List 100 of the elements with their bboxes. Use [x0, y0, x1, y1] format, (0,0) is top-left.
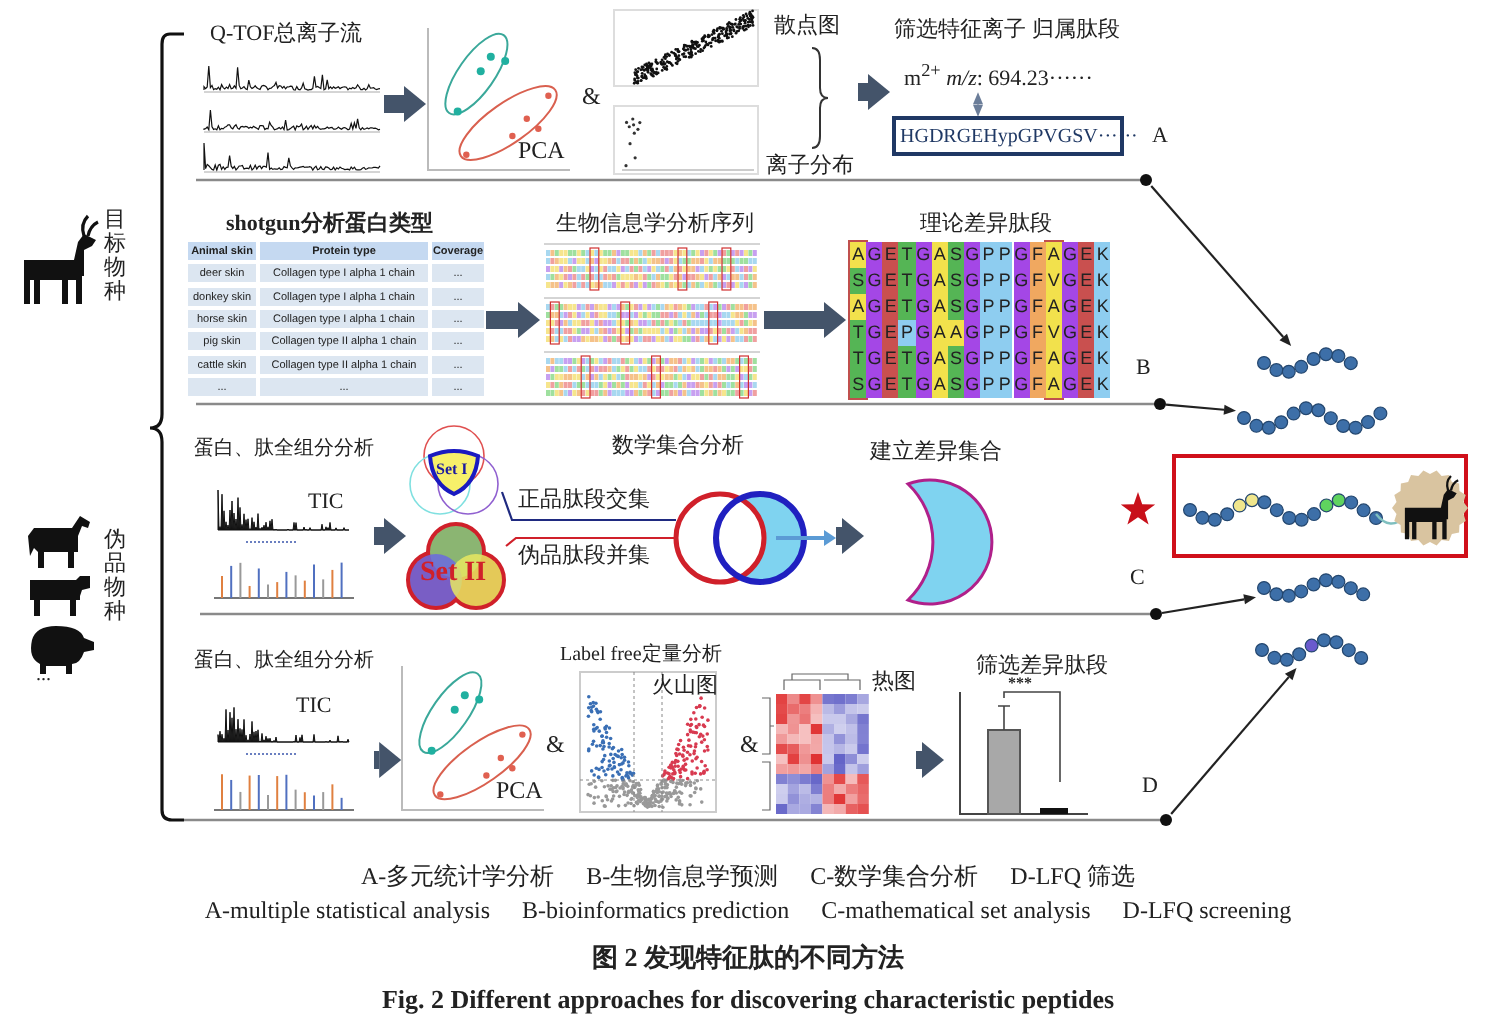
amino-acid-cell: G: [964, 346, 981, 372]
amino-acid-cell: P: [980, 242, 997, 268]
arrow: [1161, 594, 1256, 615]
amino-acid-cell: P: [980, 372, 997, 398]
amino-acid-cell: G: [964, 372, 981, 398]
amino-acid-cell: G: [964, 268, 981, 294]
block-arrow: [836, 518, 864, 554]
block-arrow: [916, 742, 944, 778]
block-arrow: [858, 74, 890, 110]
amino-acid-cell: K: [1094, 346, 1111, 372]
amino-acid-cell: T: [898, 372, 916, 398]
amino-acid-cell: K: [1094, 320, 1111, 346]
vertical-label: 伪品物种: [104, 528, 126, 625]
panel-heading: Q-TOF总离子流: [210, 22, 363, 48]
figure-caption: 图 2 发现特征肽的不同方法: [592, 940, 904, 976]
legend-text: B-bioinformatics prediction: [522, 896, 790, 926]
panel-heading: 蛋白、肽全组分分析: [194, 650, 374, 673]
double-arrow: [973, 92, 983, 117]
amino-acid-cell: T: [850, 346, 867, 372]
amino-acid-cell: E: [1078, 294, 1095, 320]
block-arrow: [374, 518, 406, 554]
panel-letter: A: [1152, 124, 1168, 150]
amino-acid-cell: K: [1094, 242, 1111, 268]
figure-caption: Fig. 2 Different approaches for discovering characteristic peptides: [381, 984, 1115, 1016]
edge-label: 正品肽段交集: [516, 488, 652, 514]
amino-acid-cell: E: [882, 242, 899, 268]
amino-acid-cell: G: [1013, 294, 1030, 320]
plot-label: PCA: [496, 778, 543, 806]
panel-heading: 筛选差异肽段: [976, 654, 1108, 678]
arrow: [1165, 403, 1236, 415]
mass-charge-text: m$^{2+}$ m/z: 694.23······: [904, 60, 1093, 93]
amino-acid-cell: K: [1094, 294, 1111, 320]
amino-acid-cell: E: [1078, 320, 1095, 346]
amino-acid-cell: G: [866, 294, 883, 320]
amino-acid-cell: G: [866, 346, 883, 372]
block-arrow: [384, 86, 426, 122]
amino-acid-cell: G: [1013, 372, 1030, 398]
amino-acid-cell: E: [882, 268, 899, 294]
plot-label: PCA: [518, 138, 565, 166]
ampersand: &: [582, 84, 601, 112]
panel-heading: 筛选特征离子 归属肽段: [894, 18, 1120, 44]
panel-heading: shotgun分析蛋白类型: [226, 212, 433, 238]
legend-text: B-生物信息学预测: [586, 860, 779, 894]
amino-acid-cell: G: [866, 372, 883, 398]
panel-heading: 生物信息学分析序列: [556, 212, 754, 238]
amino-acid-cell: P: [980, 346, 997, 372]
amino-acid-cell: K: [1094, 268, 1111, 294]
ellipsis-text: ...: [36, 664, 51, 687]
amino-acid-cell: T: [898, 294, 916, 320]
amino-acid-cell: P: [996, 346, 1013, 372]
amino-acid-cell: E: [882, 372, 899, 398]
arrow: [1170, 668, 1297, 815]
amino-acid-cell: G: [964, 294, 981, 320]
amino-acid-cell: G: [866, 320, 883, 346]
ampersand: &: [740, 732, 759, 760]
panel-heading: 建立差异集合: [870, 440, 1002, 466]
amino-acid-cell: E: [1078, 242, 1095, 268]
plot-label: 离子分布: [766, 154, 854, 180]
legend-text: A-多元统计学分析: [360, 860, 555, 894]
connector-line: [505, 536, 676, 547]
amino-acid-cell: G: [1013, 320, 1030, 346]
amino-acid-cell: A: [850, 242, 867, 268]
panel-letter: D: [1142, 774, 1158, 800]
legend-text: C-数学集合分析: [810, 860, 979, 894]
panel-heading: Label free定量分析: [560, 644, 722, 667]
significance-mark: ***: [1008, 674, 1032, 693]
panel-letter: B: [1136, 356, 1151, 382]
amino-acid-cell: P: [980, 268, 997, 294]
amino-acid-cell: T: [898, 268, 916, 294]
amino-acid-cell: P: [996, 320, 1013, 346]
plot-label: 散点图: [774, 14, 840, 40]
amino-acid-cell: P: [980, 294, 997, 320]
amino-acid-cell: T: [850, 320, 867, 346]
panel-letter: C: [1130, 566, 1145, 592]
amino-acid-cell: K: [1094, 372, 1111, 398]
panel-heading: 蛋白、肽全组分分析: [194, 438, 374, 461]
edge-label: 伪品肽段并集: [516, 544, 652, 570]
amino-acid-cell: T: [898, 242, 916, 268]
vertical-label: 目标物种: [104, 208, 126, 305]
amino-acid-cell: G: [866, 242, 883, 268]
set-label: Set I: [436, 460, 468, 479]
panel-heading: 数学集合分析: [612, 434, 744, 460]
legend-text: C-mathematical set analysis: [821, 896, 1091, 926]
amino-acid-cell: E: [1078, 268, 1095, 294]
amino-acid-cell: A: [850, 294, 867, 320]
amino-acid-cell: P: [996, 242, 1013, 268]
amino-acid-cell: G: [1013, 346, 1030, 372]
amino-acid-cell: P: [996, 268, 1013, 294]
plot-label: TIC: [308, 490, 344, 516]
connector-line: [500, 491, 676, 522]
amino-acid-cell: S: [850, 268, 867, 294]
block-arrow: [486, 302, 540, 338]
amino-acid-cell: G: [964, 320, 981, 346]
amino-acid-cell: E: [1078, 346, 1095, 372]
legend-text: A-multiple statistical analysis: [204, 896, 491, 926]
amino-acid-cell: G: [1013, 268, 1030, 294]
plot-label: 火山图: [652, 674, 718, 700]
amino-acid-cell: P: [898, 320, 916, 346]
amino-acid-cell: G: [1013, 242, 1030, 268]
block-arrow: [374, 742, 402, 778]
